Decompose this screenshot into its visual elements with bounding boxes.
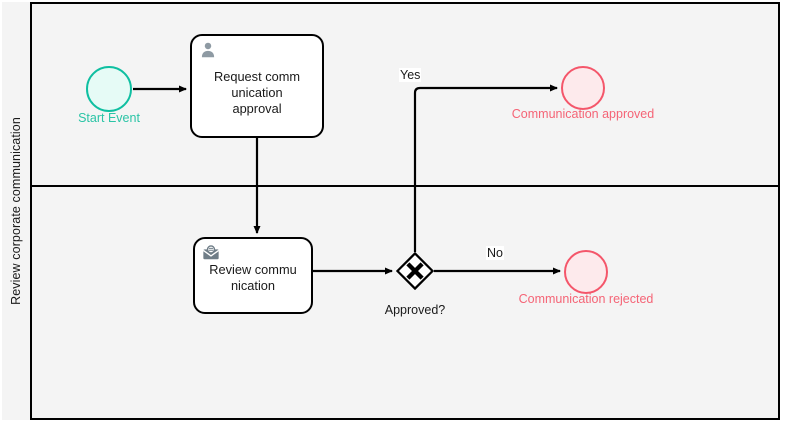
start-event[interactable] bbox=[86, 66, 132, 112]
user-icon bbox=[201, 42, 215, 58]
end-event-approved[interactable] bbox=[561, 66, 605, 110]
end-event-approved-label: Communication approved bbox=[511, 107, 655, 121]
task-review-line1: Review commu bbox=[209, 262, 297, 277]
pool-header: Review corporate communication bbox=[2, 2, 32, 420]
task-request-line3: approval bbox=[232, 101, 282, 116]
task-request-line2: unication bbox=[231, 85, 283, 100]
task-review-label: Review commu nication bbox=[195, 262, 311, 294]
flow-label-yes: Yes bbox=[399, 68, 422, 82]
flow-label-no: No bbox=[486, 246, 504, 260]
task-review-communication[interactable]: Review commu nication bbox=[193, 237, 313, 314]
lane-label: Review corporate communication bbox=[9, 117, 23, 305]
end-event-rejected-label: Communication rejected bbox=[518, 292, 654, 306]
gateway-label: Approved? bbox=[384, 303, 446, 317]
exclusive-gateway-approved[interactable] bbox=[396, 252, 434, 290]
lane-divider bbox=[32, 185, 778, 187]
process-pool bbox=[2, 2, 780, 420]
task-request-communication-approval[interactable]: Request comm unication approval bbox=[190, 34, 324, 138]
task-request-line1: Request comm bbox=[213, 69, 301, 84]
task-review-line2: nication bbox=[230, 278, 276, 293]
end-event-rejected[interactable] bbox=[564, 250, 608, 294]
envelope-icon bbox=[202, 245, 220, 260]
start-event-label: Start Event bbox=[78, 111, 140, 125]
task-request-label: Request comm unication approval bbox=[192, 69, 322, 117]
